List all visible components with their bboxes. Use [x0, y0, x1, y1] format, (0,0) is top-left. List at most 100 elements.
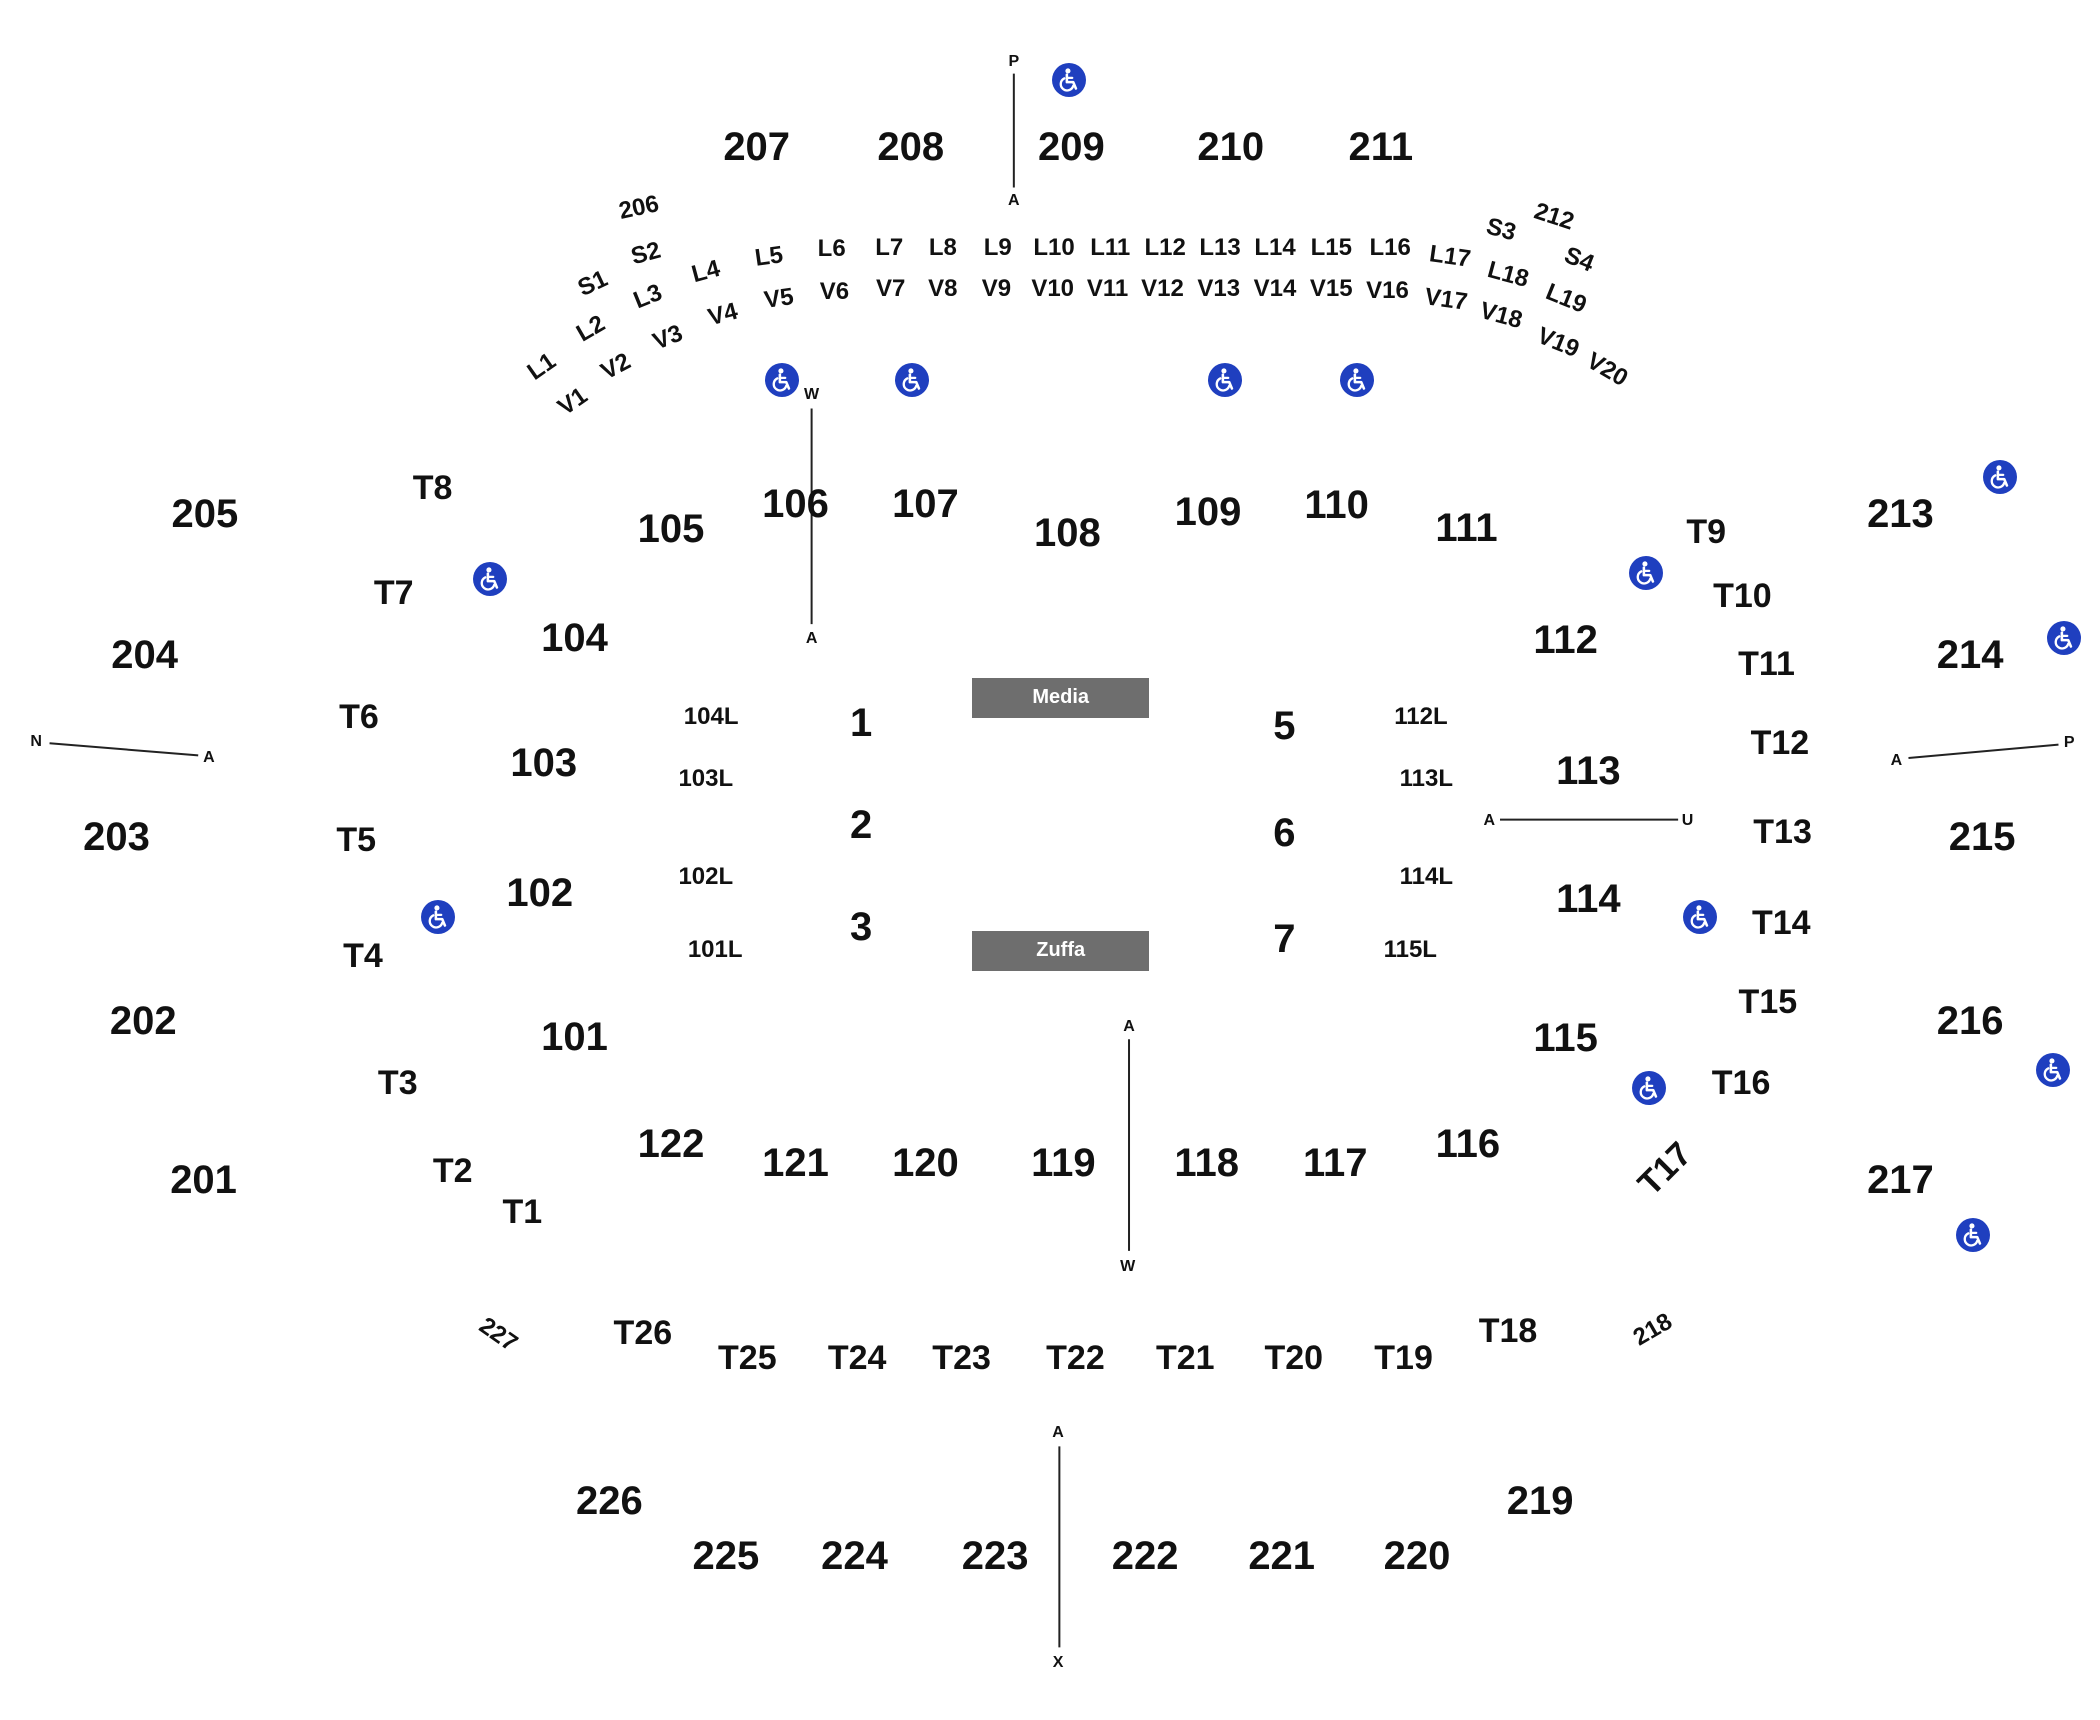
wheelchair-accessible-icon[interactable] — [895, 363, 930, 398]
row-T2[interactable]: T2 — [432, 1151, 473, 1190]
wheelchair-accessible-icon[interactable] — [420, 900, 455, 935]
row-V7[interactable]: V7 — [875, 275, 906, 303]
section-102[interactable]: 102 — [506, 871, 574, 916]
section-115[interactable]: 115 — [1533, 1015, 1598, 1060]
stage-zuffa[interactable]: Zuffa — [972, 930, 1150, 971]
row-T5[interactable]: T5 — [336, 820, 377, 859]
section-208[interactable]: 208 — [877, 125, 945, 170]
row-V13[interactable]: V13 — [1197, 275, 1241, 303]
row-T10[interactable]: T10 — [1713, 576, 1772, 615]
row-L8[interactable]: L8 — [928, 233, 957, 261]
section-104[interactable]: 104 — [541, 615, 608, 660]
section-202[interactable]: 202 — [109, 998, 177, 1043]
row-L14[interactable]: L14 — [1254, 233, 1296, 261]
section-220[interactable]: 220 — [1383, 1534, 1451, 1579]
section-213[interactable]: 213 — [1867, 492, 1934, 537]
section-222[interactable]: 222 — [1111, 1534, 1179, 1579]
wheelchair-accessible-icon[interactable] — [1955, 1217, 1990, 1252]
section-118[interactable]: 118 — [1174, 1140, 1239, 1185]
section-221[interactable]: 221 — [1248, 1534, 1316, 1579]
row-L11[interactable]: L11 — [1090, 233, 1131, 261]
row-T12[interactable]: T12 — [1750, 724, 1810, 763]
section-205[interactable]: 205 — [171, 492, 239, 537]
section-204[interactable]: 204 — [111, 632, 179, 677]
stage-media[interactable]: Media — [972, 677, 1150, 718]
wheelchair-accessible-icon[interactable] — [1339, 363, 1374, 398]
section-113[interactable]: 113 — [1556, 749, 1621, 794]
section-203[interactable]: 203 — [83, 815, 150, 860]
section-211[interactable]: 211 — [1348, 125, 1414, 170]
section-105[interactable]: 105 — [637, 507, 705, 552]
row-V16[interactable]: V16 — [1366, 276, 1409, 304]
floor-section-114L[interactable]: 114L — [1399, 863, 1454, 891]
row-L7[interactable]: L7 — [875, 233, 904, 261]
row-T16[interactable]: T16 — [1711, 1064, 1771, 1103]
row-T15[interactable]: T15 — [1738, 982, 1798, 1021]
row-T20[interactable]: T20 — [1264, 1339, 1324, 1378]
floor-section-115L[interactable]: 115L — [1383, 935, 1437, 963]
row-V9[interactable]: V9 — [981, 275, 1012, 303]
row-L16[interactable]: L16 — [1369, 233, 1411, 261]
row-L12[interactable]: L12 — [1144, 233, 1186, 261]
row-L15[interactable]: L15 — [1310, 233, 1352, 261]
row-T7[interactable]: T7 — [373, 574, 414, 613]
row-V8[interactable]: V8 — [928, 275, 958, 303]
row-L13[interactable]: L13 — [1199, 233, 1241, 261]
section-103[interactable]: 103 — [510, 741, 578, 786]
floor-section-101L[interactable]: 101L — [687, 935, 743, 963]
wheelchair-accessible-icon[interactable] — [2046, 620, 2081, 655]
row-T6[interactable]: T6 — [339, 697, 379, 736]
row-T21[interactable]: T21 — [1155, 1339, 1215, 1378]
section-120[interactable]: 120 — [892, 1140, 959, 1185]
section-217[interactable]: 217 — [1867, 1157, 1934, 1202]
row-L10[interactable]: L10 — [1033, 233, 1075, 261]
section-223[interactable]: 223 — [961, 1534, 1029, 1579]
section-201[interactable]: 201 — [170, 1157, 237, 1202]
section-226[interactable]: 226 — [576, 1479, 643, 1524]
section-107[interactable]: 107 — [892, 481, 959, 526]
row-V11[interactable]: V11 — [1086, 275, 1129, 303]
row-T13[interactable]: T13 — [1753, 812, 1812, 851]
floor-section-5[interactable]: 5 — [1273, 703, 1296, 748]
section-219[interactable]: 219 — [1506, 1479, 1574, 1524]
section-101[interactable]: 101 — [541, 1014, 608, 1059]
wheelchair-accessible-icon[interactable] — [765, 363, 800, 398]
row-T9[interactable]: T9 — [1686, 512, 1727, 551]
row-T18[interactable]: T18 — [1478, 1312, 1538, 1351]
wheelchair-accessible-icon[interactable] — [1051, 63, 1086, 98]
section-121[interactable]: 121 — [762, 1140, 829, 1185]
wheelchair-accessible-icon[interactable] — [1628, 556, 1663, 591]
row-T8[interactable]: T8 — [412, 468, 453, 507]
section-116[interactable]: 116 — [1435, 1121, 1501, 1166]
section-109[interactable]: 109 — [1174, 489, 1242, 534]
section-117[interactable]: 117 — [1303, 1140, 1368, 1185]
row-T14[interactable]: T14 — [1751, 903, 1811, 942]
floor-section-112L[interactable]: 112L — [1394, 702, 1448, 730]
floor-section-2[interactable]: 2 — [850, 803, 873, 847]
wheelchair-accessible-icon[interactable] — [2036, 1053, 2071, 1088]
row-T19[interactable]: T19 — [1374, 1339, 1433, 1378]
floor-section-6[interactable]: 6 — [1273, 811, 1296, 856]
section-216[interactable]: 216 — [1936, 998, 2004, 1043]
section-114[interactable]: 114 — [1556, 876, 1621, 921]
section-122[interactable]: 122 — [637, 1121, 705, 1166]
section-108[interactable]: 108 — [1034, 511, 1101, 556]
row-V6[interactable]: V6 — [819, 277, 850, 305]
row-V15[interactable]: V15 — [1309, 275, 1353, 303]
floor-section-103L[interactable]: 103L — [678, 765, 734, 793]
row-V5[interactable]: V5 — [762, 282, 796, 314]
row-V17[interactable]: V17 — [1423, 283, 1470, 316]
row-T11[interactable]: T11 — [1738, 645, 1795, 684]
floor-section-3[interactable]: 3 — [850, 904, 873, 949]
wheelchair-accessible-icon[interactable] — [473, 561, 508, 596]
row-T23[interactable]: T23 — [932, 1339, 991, 1378]
floor-section-7[interactable]: 7 — [1273, 916, 1296, 961]
section-225[interactable]: 225 — [692, 1534, 760, 1579]
floor-section-1[interactable]: 1 — [850, 701, 873, 746]
section-210[interactable]: 210 — [1197, 125, 1265, 170]
row-T25[interactable]: T25 — [718, 1339, 777, 1378]
section-106[interactable]: 106 — [762, 481, 829, 526]
section-207[interactable]: 207 — [723, 125, 791, 170]
section-111[interactable]: 111 — [1435, 505, 1498, 550]
wheelchair-accessible-icon[interactable] — [1631, 1070, 1666, 1105]
